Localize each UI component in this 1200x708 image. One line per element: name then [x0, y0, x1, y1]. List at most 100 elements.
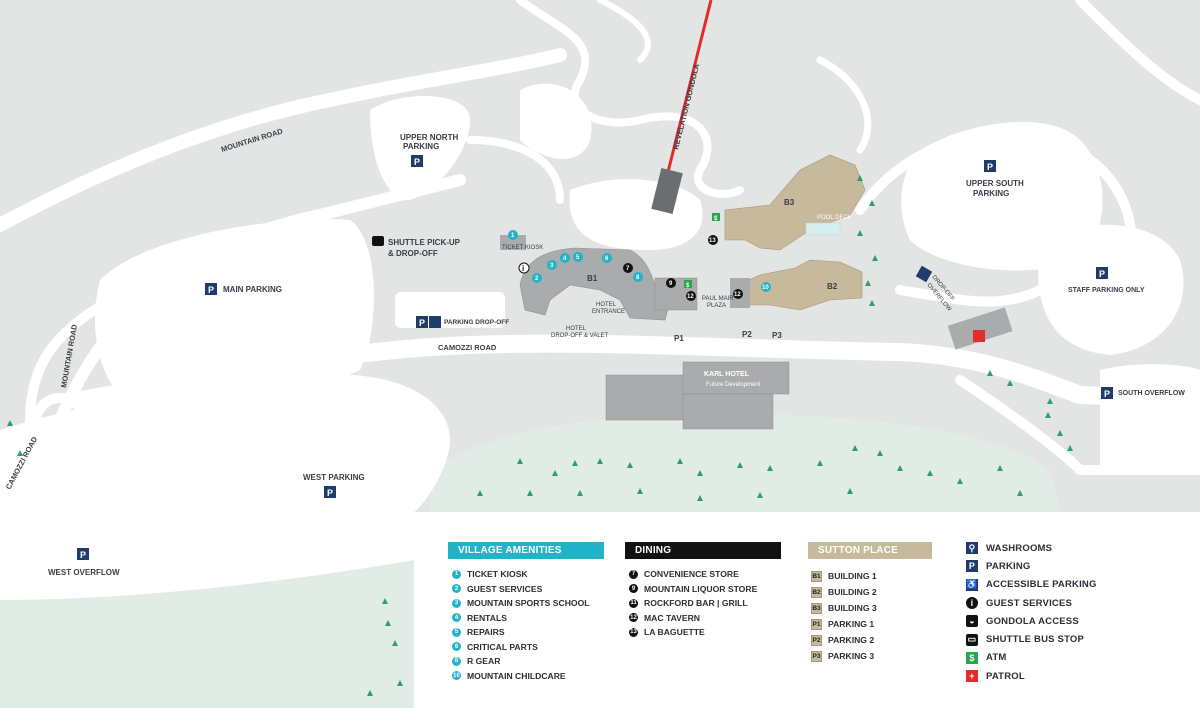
- village-amenity-item-label: REPAIRS: [467, 627, 505, 638]
- village-amenity-item-label: GUEST SERVICES: [467, 583, 543, 594]
- sutton-place-item-label: BUILDING 1: [828, 571, 877, 581]
- south-overflow-label: SOUTH OVERFLOW: [1118, 390, 1185, 397]
- sutton-place-item-label: PARKING 1: [828, 619, 875, 629]
- parking-p2-label: P2: [742, 330, 752, 339]
- gondola-icon: ◒: [966, 615, 978, 628]
- upper-south-parking-label-2: PARKING: [973, 189, 1009, 198]
- village-amenity-item: 3 MOUNTAIN SPORTS SCHOOL: [448, 596, 604, 611]
- sutton-place-code: B3: [811, 602, 822, 614]
- symbol-legend-label: SHUTTLE BUS STOP: [986, 634, 1085, 646]
- dining-item: 11 ROCKFORD BAR | GRILL: [625, 596, 781, 611]
- building-b1-label: B1: [587, 274, 598, 283]
- village-amenity-number-badge: 4: [452, 613, 461, 623]
- svg-text:7: 7: [626, 266, 630, 272]
- west-overflow-label: WEST OVERFLOW: [48, 568, 120, 577]
- building-b2-label: B2: [827, 282, 838, 291]
- svg-text:5: 5: [576, 255, 580, 261]
- karl-hotel-label-1: KARL HOTEL: [704, 371, 750, 378]
- sutton-place-code: B2: [811, 586, 822, 598]
- svg-text:P: P: [327, 488, 333, 498]
- symbol-legend-label: GUEST SERVICES: [986, 597, 1073, 609]
- svg-text:13: 13: [709, 238, 716, 244]
- svg-text:P: P: [1104, 389, 1110, 399]
- village-amenity-item-label: TICKET KIOSK: [467, 569, 528, 580]
- dining-item: 9 MOUNTAIN LIQUOR STORE: [625, 582, 781, 597]
- svg-text:3: 3: [550, 263, 554, 269]
- village-amenity-number-badge: 2: [452, 584, 461, 594]
- atm-icon: $: [966, 651, 978, 664]
- svg-text:8: 8: [636, 275, 640, 281]
- upper-north-parking-label-2: PARKING: [403, 142, 439, 151]
- village-amenity-item-label: MOUNTAIN SPORTS SCHOOL: [467, 598, 590, 609]
- symbol-legend-item: $ATM: [966, 649, 1166, 667]
- svg-text:9: 9: [669, 281, 673, 287]
- svg-text:1: 1: [511, 233, 515, 239]
- svg-text:P: P: [1099, 269, 1105, 279]
- village-amenity-number-badge: 3: [452, 598, 461, 608]
- symbol-legend-item: ♿ACCESSIBLE PARKING: [966, 576, 1166, 594]
- symbol-legend-label: GONDOLA ACCESS: [986, 615, 1079, 627]
- dining-item-label: MOUNTAIN LIQUOR STORE: [644, 583, 758, 594]
- svg-text:12: 12: [687, 294, 694, 300]
- camozzi-road-label: CAMOZZI ROAD: [438, 343, 497, 352]
- symbol-legend-label: PATROL: [986, 670, 1025, 682]
- symbol-legend-item: +PATROL: [966, 667, 1166, 685]
- village-amenity-number-badge: 8: [452, 656, 461, 666]
- dining-number-badge: 7: [629, 569, 638, 579]
- gondola-label: REVELATION GONDOLA: [671, 62, 701, 150]
- svg-text:P: P: [208, 285, 214, 295]
- symbol-legend-label: WASHROOMS: [986, 542, 1053, 554]
- svg-text:$: $: [714, 216, 718, 222]
- symbol-legend-label: ACCESSIBLE PARKING: [986, 579, 1097, 591]
- symbol-legend-item: i GUEST SERVICES: [966, 594, 1166, 612]
- sutton-place-code: B1: [811, 570, 822, 582]
- svg-text:P: P: [987, 162, 993, 172]
- village-amenity-item: 5 REPAIRS: [448, 625, 604, 640]
- symbol-legend-item: ▭SHUTTLE BUS STOP: [966, 630, 1166, 648]
- dining-number-badge: 12: [629, 613, 638, 623]
- hotel-dropoff-label-1: HOTEL: [566, 326, 587, 332]
- pool-deck-label: POOL DECK: [817, 215, 852, 221]
- symbol-legend-item: ◒ GONDOLA ACCESS: [966, 612, 1166, 630]
- paul-mair-label-2: PLAZA: [707, 303, 726, 309]
- sutton-place-item-label: BUILDING 3: [828, 603, 877, 613]
- ticket-kiosk-label: TICKET KIOSK: [502, 245, 543, 251]
- svg-text:P: P: [414, 157, 420, 167]
- svg-text:2: 2: [535, 276, 539, 282]
- village-amenity-number-badge: 10: [452, 671, 461, 681]
- sutton-place-item: B3 BUILDING 3: [808, 600, 932, 616]
- sutton-place-item-label: BUILDING 2: [828, 587, 877, 597]
- washroom-icon: ⚲: [966, 542, 978, 555]
- svg-text:10: 10: [762, 285, 769, 291]
- parking-lots: [0, 83, 1200, 600]
- sutton-place-title: SUTTON PLACE HOTEL: [808, 542, 932, 573]
- upper-north-parking-label-1: UPPER NORTH: [400, 133, 458, 142]
- dining-number-badge: 9: [629, 584, 638, 594]
- forest-areas: [0, 413, 1060, 708]
- dining-item-label: CONVENIENCE STORE: [644, 569, 739, 580]
- parking-dropoff-label: PARKING DROP-OFF: [444, 319, 509, 326]
- dining-number-badge: 11: [629, 598, 638, 608]
- svg-text:P: P: [80, 550, 86, 560]
- village-amenity-number-badge: 5: [452, 627, 461, 637]
- svg-text:P: P: [419, 318, 425, 328]
- hotel-entrance-label-2: ENTRANCE: [592, 309, 625, 315]
- village-amenity-item-label: CRITICAL PARTS: [467, 641, 538, 652]
- staff-parking-label: STAFF PARKING ONLY: [1068, 287, 1145, 294]
- svg-text:4: 4: [563, 256, 567, 262]
- info-icon: i: [966, 597, 978, 610]
- symbol-legend-item: ⚲ WASHROOMS: [966, 539, 1166, 557]
- dining-number-badge: 13: [629, 627, 638, 637]
- dining-item-label: ROCKFORD BAR | GRILL: [644, 598, 748, 609]
